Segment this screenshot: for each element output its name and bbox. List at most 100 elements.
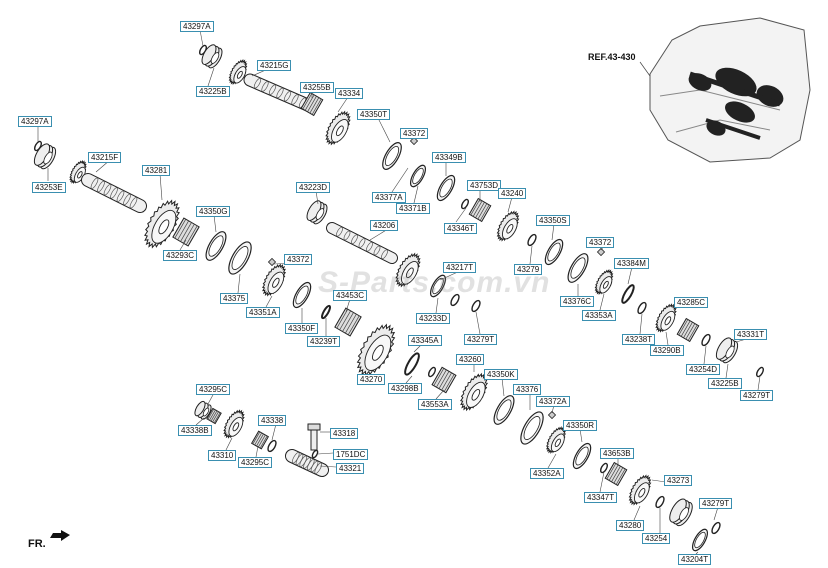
part-label[interactable]: 43334 xyxy=(335,88,364,99)
part-label[interactable]: 43375 xyxy=(220,293,249,304)
part-label[interactable]: 43352A xyxy=(530,468,564,479)
snap-ring-shape xyxy=(471,299,481,313)
part-label[interactable]: 43298B xyxy=(388,383,422,394)
leader-line xyxy=(633,505,641,521)
leader-line xyxy=(265,295,273,308)
shaft-shape xyxy=(243,73,317,113)
leader-line xyxy=(179,239,187,251)
part-label[interactable]: 43295C xyxy=(196,384,231,395)
part-label[interactable]: 43372 xyxy=(586,237,615,248)
part-label[interactable]: 43553A xyxy=(418,399,452,410)
part-label[interactable]: 43653B xyxy=(600,448,634,459)
synchro-ring-shape-inner xyxy=(384,145,400,167)
part-label[interactable]: 43285C xyxy=(674,297,709,308)
part-label[interactable]: 43318 xyxy=(330,428,359,439)
part-label[interactable]: 43297A xyxy=(180,21,214,32)
needle-bearing-shape xyxy=(431,366,457,394)
part-label[interactable]: 43350T xyxy=(357,109,391,120)
part-label[interactable]: 43293C xyxy=(163,250,198,261)
part-label[interactable]: 43331T xyxy=(734,329,768,340)
leader-line xyxy=(413,185,419,204)
part-label[interactable]: 43371B xyxy=(396,203,430,214)
part-label[interactable]: 43338 xyxy=(258,415,287,426)
shaft-shape xyxy=(81,173,147,213)
synchro-ring-shape-inner xyxy=(547,242,561,262)
part-label[interactable]: 43350R xyxy=(563,420,598,431)
needle-bearing-shape xyxy=(300,91,324,117)
part-label[interactable]: 43215G xyxy=(257,60,292,71)
shaft-shape xyxy=(285,449,329,477)
part-label[interactable]: 43384M xyxy=(614,258,649,269)
leader-line xyxy=(475,311,481,335)
part-label[interactable]: 43297A xyxy=(18,116,52,127)
part-label[interactable]: 43255B xyxy=(300,82,334,93)
part-label[interactable]: 43238T xyxy=(622,334,656,345)
part-label[interactable]: 43347T xyxy=(584,492,618,503)
reference-label[interactable]: REF.43-430 xyxy=(588,52,636,62)
leader-line xyxy=(435,297,439,314)
part-label[interactable]: 43273 xyxy=(664,475,693,486)
part-label[interactable]: 43254D xyxy=(686,364,721,375)
part-label[interactable]: 43253E xyxy=(32,182,66,193)
part-label[interactable]: 43372A xyxy=(536,396,570,407)
part-label[interactable]: 43346T xyxy=(444,223,478,234)
part-label[interactable]: 43350K xyxy=(484,369,518,380)
part-label[interactable]: 43270 xyxy=(357,374,386,385)
part-label[interactable]: 43225B xyxy=(708,378,742,389)
bearing-shape xyxy=(201,44,223,69)
part-label[interactable]: 43279 xyxy=(514,264,543,275)
snap-ring-shape xyxy=(320,304,332,320)
part-label[interactable]: 43377A xyxy=(372,192,406,203)
part-label[interactable]: 43350F xyxy=(285,323,319,334)
part-label[interactable]: 43281 xyxy=(142,165,171,176)
part-label[interactable]: 43376 xyxy=(513,384,542,395)
leader-line xyxy=(627,266,633,285)
leader-line xyxy=(315,190,319,205)
part-label[interactable]: 43290B xyxy=(650,345,684,356)
part-label[interactable]: 43321 xyxy=(336,463,365,474)
part-label[interactable]: 43204T xyxy=(678,554,712,565)
part-label[interactable]: 43240 xyxy=(498,188,527,199)
part-label[interactable]: 43225B xyxy=(196,86,230,97)
part-label[interactable]: 43254 xyxy=(642,533,671,544)
part-label[interactable]: 43295C xyxy=(238,457,273,468)
part-label[interactable]: 43280 xyxy=(616,520,645,531)
part-label[interactable]: 43239T xyxy=(307,336,341,347)
part-label[interactable]: 43215F xyxy=(88,152,122,163)
part-label[interactable]: 43279T xyxy=(740,390,774,401)
ring-shape-inner xyxy=(570,257,586,279)
part-label[interactable]: 43350G xyxy=(196,206,231,217)
part-label[interactable]: 43217T xyxy=(443,262,477,273)
part-label[interactable]: 43310 xyxy=(208,450,237,461)
part-label[interactable]: 43345A xyxy=(408,335,442,346)
part-label[interactable]: 43453C xyxy=(333,290,368,301)
leader-line xyxy=(391,167,409,193)
ring-shape-inner xyxy=(523,416,541,440)
hub-gear-shape xyxy=(594,269,614,295)
part-label[interactable]: 43338B xyxy=(178,425,212,436)
part-label[interactable]: 43260 xyxy=(456,354,485,365)
part-label[interactable]: 43353A xyxy=(582,310,616,321)
part-label[interactable]: 43350S xyxy=(536,215,570,226)
leader-line xyxy=(377,117,391,143)
part-label[interactable]: 43279T xyxy=(699,498,733,509)
part-label[interactable]: 43351A xyxy=(246,307,280,318)
part-label[interactable]: 1751DC xyxy=(333,449,369,460)
part-label[interactable]: 43372 xyxy=(284,254,313,265)
part-label[interactable]: 43372 xyxy=(400,128,429,139)
part-label[interactable]: 43753D xyxy=(467,180,502,191)
pinion-gear-shape xyxy=(69,159,87,185)
part-label[interactable]: 43376C xyxy=(560,296,595,307)
part-label[interactable]: 43279T xyxy=(464,334,498,345)
part-label[interactable]: 43206 xyxy=(370,220,399,231)
part-label[interactable]: 43233D xyxy=(416,313,451,324)
synchro-ring-shape-inner xyxy=(496,399,512,421)
part-label[interactable]: 43349B xyxy=(432,152,466,163)
leader-line xyxy=(435,389,445,400)
part-label[interactable]: 43223D xyxy=(296,182,331,193)
synchro-ring-shape-inner xyxy=(208,235,224,257)
key-shape xyxy=(409,136,419,146)
leader-line xyxy=(507,196,513,213)
